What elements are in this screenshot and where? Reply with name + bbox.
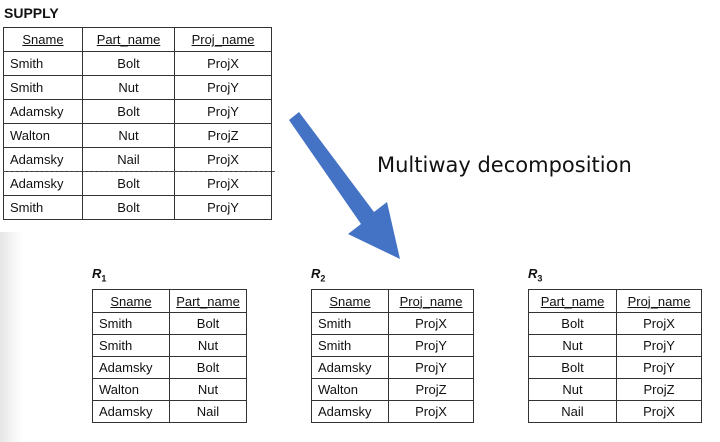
table-cell: Smith <box>3 75 83 100</box>
table-cell: Bolt <box>82 195 175 220</box>
table-cell: Bolt <box>528 312 617 335</box>
column-header: Part_name <box>169 289 247 313</box>
decomposition-caption: Multiway decomposition <box>377 153 632 177</box>
table-cell: Nut <box>169 334 247 357</box>
table-cell: ProjZ <box>616 378 702 401</box>
table-cell: Walton <box>92 378 170 401</box>
table-cell: ProjX <box>388 400 474 423</box>
table-cell: Bolt <box>528 356 617 379</box>
table-cell: Smith <box>92 312 170 335</box>
table-cell: Smith <box>3 51 83 76</box>
table-cell: Bolt <box>82 99 175 124</box>
table-cell: ProjZ <box>174 123 272 148</box>
table-cell: ProjY <box>388 334 474 357</box>
table-cell: Smith <box>3 195 83 220</box>
column-header: Proj_name <box>388 289 474 313</box>
table-cell: ProjY <box>388 356 474 379</box>
table-cell: Smith <box>311 334 389 357</box>
table-cell: Adamsky <box>3 99 83 124</box>
column-header: Sname <box>311 289 389 313</box>
table-cell: Adamsky <box>92 400 170 423</box>
table-cell: Smith <box>311 312 389 335</box>
table-cell: Nut <box>528 378 617 401</box>
table-cell: Bolt <box>169 356 247 379</box>
table-cell: Nail <box>169 400 247 423</box>
table-cell: Adamsky <box>92 356 170 379</box>
table-cell: Nail <box>82 147 175 172</box>
column-header: Proj_name <box>616 289 702 313</box>
table-cell: ProjX <box>616 400 702 423</box>
r3-label: R3 <box>528 266 543 284</box>
table-cell: Nail <box>528 400 617 423</box>
table-cell: Walton <box>311 378 389 401</box>
table-cell: Walton <box>3 123 83 148</box>
table-cell: Nut <box>82 123 175 148</box>
table-cell: Bolt <box>169 312 247 335</box>
dashed-divider <box>3 171 275 172</box>
table-cell: Bolt <box>82 51 175 76</box>
table-cell: Adamsky <box>311 356 389 379</box>
table-cell: Bolt <box>82 171 175 196</box>
table-cell: Nut <box>169 378 247 401</box>
table-cell: ProjX <box>174 171 272 196</box>
table-cell: Adamsky <box>3 147 83 172</box>
table-cell: ProjY <box>616 356 702 379</box>
table-cell: Nut <box>528 334 617 357</box>
table-cell: ProjY <box>174 99 272 124</box>
table-cell: Adamsky <box>3 171 83 196</box>
table-cell: Adamsky <box>311 400 389 423</box>
table-cell: Smith <box>92 334 170 357</box>
table-cell: ProjY <box>174 75 272 100</box>
r1-label: R1 <box>92 266 107 284</box>
table-cell: ProjX <box>174 51 272 76</box>
supply-title: SUPPLY <box>4 5 59 21</box>
table-cell: ProjX <box>616 312 702 335</box>
r2-label: R2 <box>311 266 326 284</box>
left-edge-shadow <box>0 232 22 442</box>
arrow-shape <box>289 112 400 259</box>
column-header: Part_name <box>528 289 617 313</box>
table-cell: ProjX <box>388 312 474 335</box>
column-header: Sname <box>92 289 170 313</box>
table-cell: ProjX <box>174 147 272 172</box>
column-header: Part_name <box>82 27 175 52</box>
table-cell: ProjZ <box>388 378 474 401</box>
table-cell: ProjY <box>174 195 272 220</box>
table-cell: ProjY <box>616 334 702 357</box>
